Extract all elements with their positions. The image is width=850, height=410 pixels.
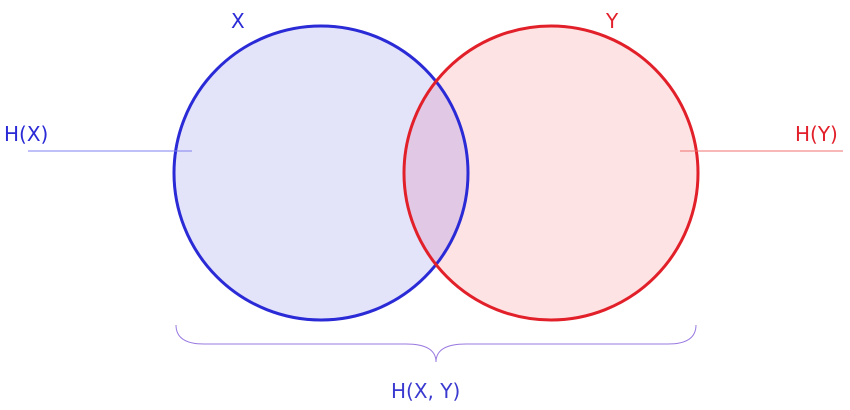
set-y-fill — [404, 26, 698, 320]
joint-entropy-brace — [175, 324, 697, 363]
set-x-circle — [172, 24, 470, 322]
joint-entropy-label: H(X, Y) — [391, 379, 460, 403]
entropy-x-label: H(X) — [4, 122, 48, 146]
set-y-circle — [402, 24, 700, 322]
entropy-y-label: H(Y) — [795, 122, 838, 146]
set-y-label: Y — [605, 9, 619, 33]
set-x-fill — [174, 26, 468, 320]
set-x-label: X — [231, 9, 245, 33]
